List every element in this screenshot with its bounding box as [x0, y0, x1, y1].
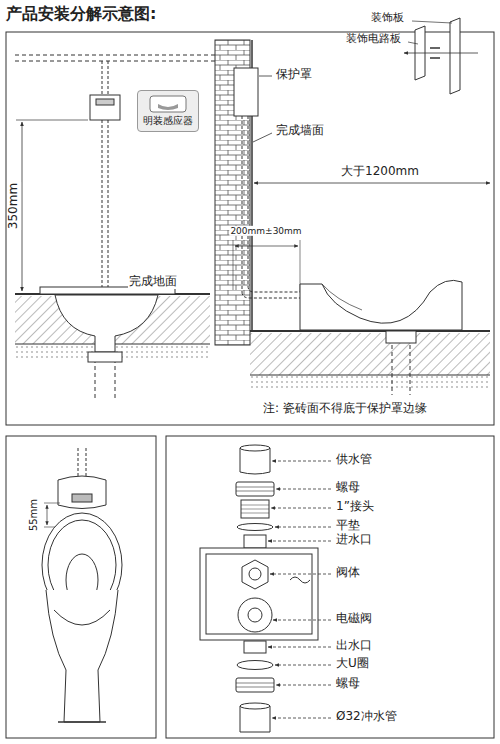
leader-lines [268, 461, 331, 718]
front-panel [6, 436, 156, 738]
dimension: 55mm [28, 498, 40, 532]
dimension: 200mm±30mm [229, 226, 302, 236]
part-name: 平垫 [335, 519, 361, 533]
part-name: 装饰电路板 [345, 33, 402, 46]
part-name: 阀体 [335, 566, 361, 580]
exploded-parts [200, 445, 318, 732]
part-name: 1”接头 [335, 500, 375, 514]
part-name: 保护罩 [275, 68, 313, 82]
part-name: 装饰板 [370, 12, 405, 25]
part-name: 出水口 [335, 639, 373, 653]
part-name: Ø32冲水管 [335, 710, 398, 724]
toilet-front-view [42, 448, 122, 722]
sensor-card: 明装感应器 [137, 90, 199, 132]
floor-label: 完成地面 [128, 275, 178, 289]
sensor-icon [148, 94, 188, 114]
part-name: 供水管 [335, 453, 373, 467]
dimension: 350mm [7, 182, 21, 230]
dimension: 大于1200mm [340, 165, 420, 179]
front-elevation [15, 55, 215, 400]
part-name: 螺母 [335, 677, 361, 691]
part-name: 大U圈 [335, 657, 370, 671]
node-text: 明装感应器 [143, 114, 193, 128]
part-name: 进水口 [335, 533, 373, 547]
note: 注: 瓷砖面不得底于保护罩边缘 [262, 402, 428, 416]
parts-panel [166, 436, 494, 738]
side-section [215, 18, 490, 395]
part-name: 电磁阀 [335, 612, 373, 626]
part-name: 螺母 [335, 481, 361, 495]
top-panel [6, 32, 494, 425]
title: 产品安装分解示意图: [6, 4, 156, 25]
wall-label: 完成墙面 [275, 124, 325, 138]
